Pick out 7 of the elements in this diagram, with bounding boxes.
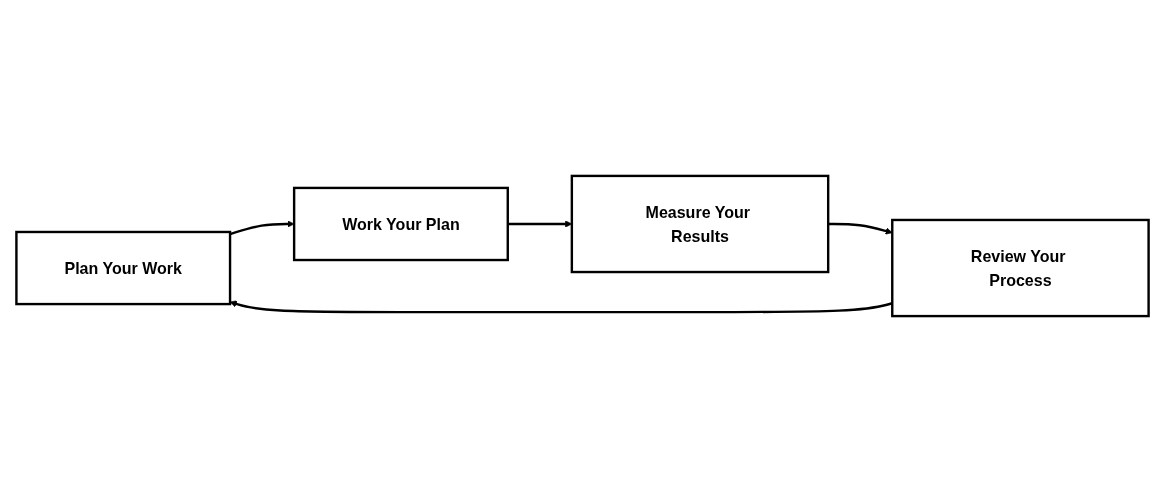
node-box: Review Your Process — [891, 218, 1150, 318]
arrow — [828, 222, 893, 235]
node-box: Work Your Plan — [292, 186, 509, 262]
node-box: Measure Your Results — [570, 174, 830, 274]
node-box: Plan Your Work — [15, 230, 232, 306]
arrow — [229, 220, 295, 236]
arrow — [229, 300, 893, 314]
